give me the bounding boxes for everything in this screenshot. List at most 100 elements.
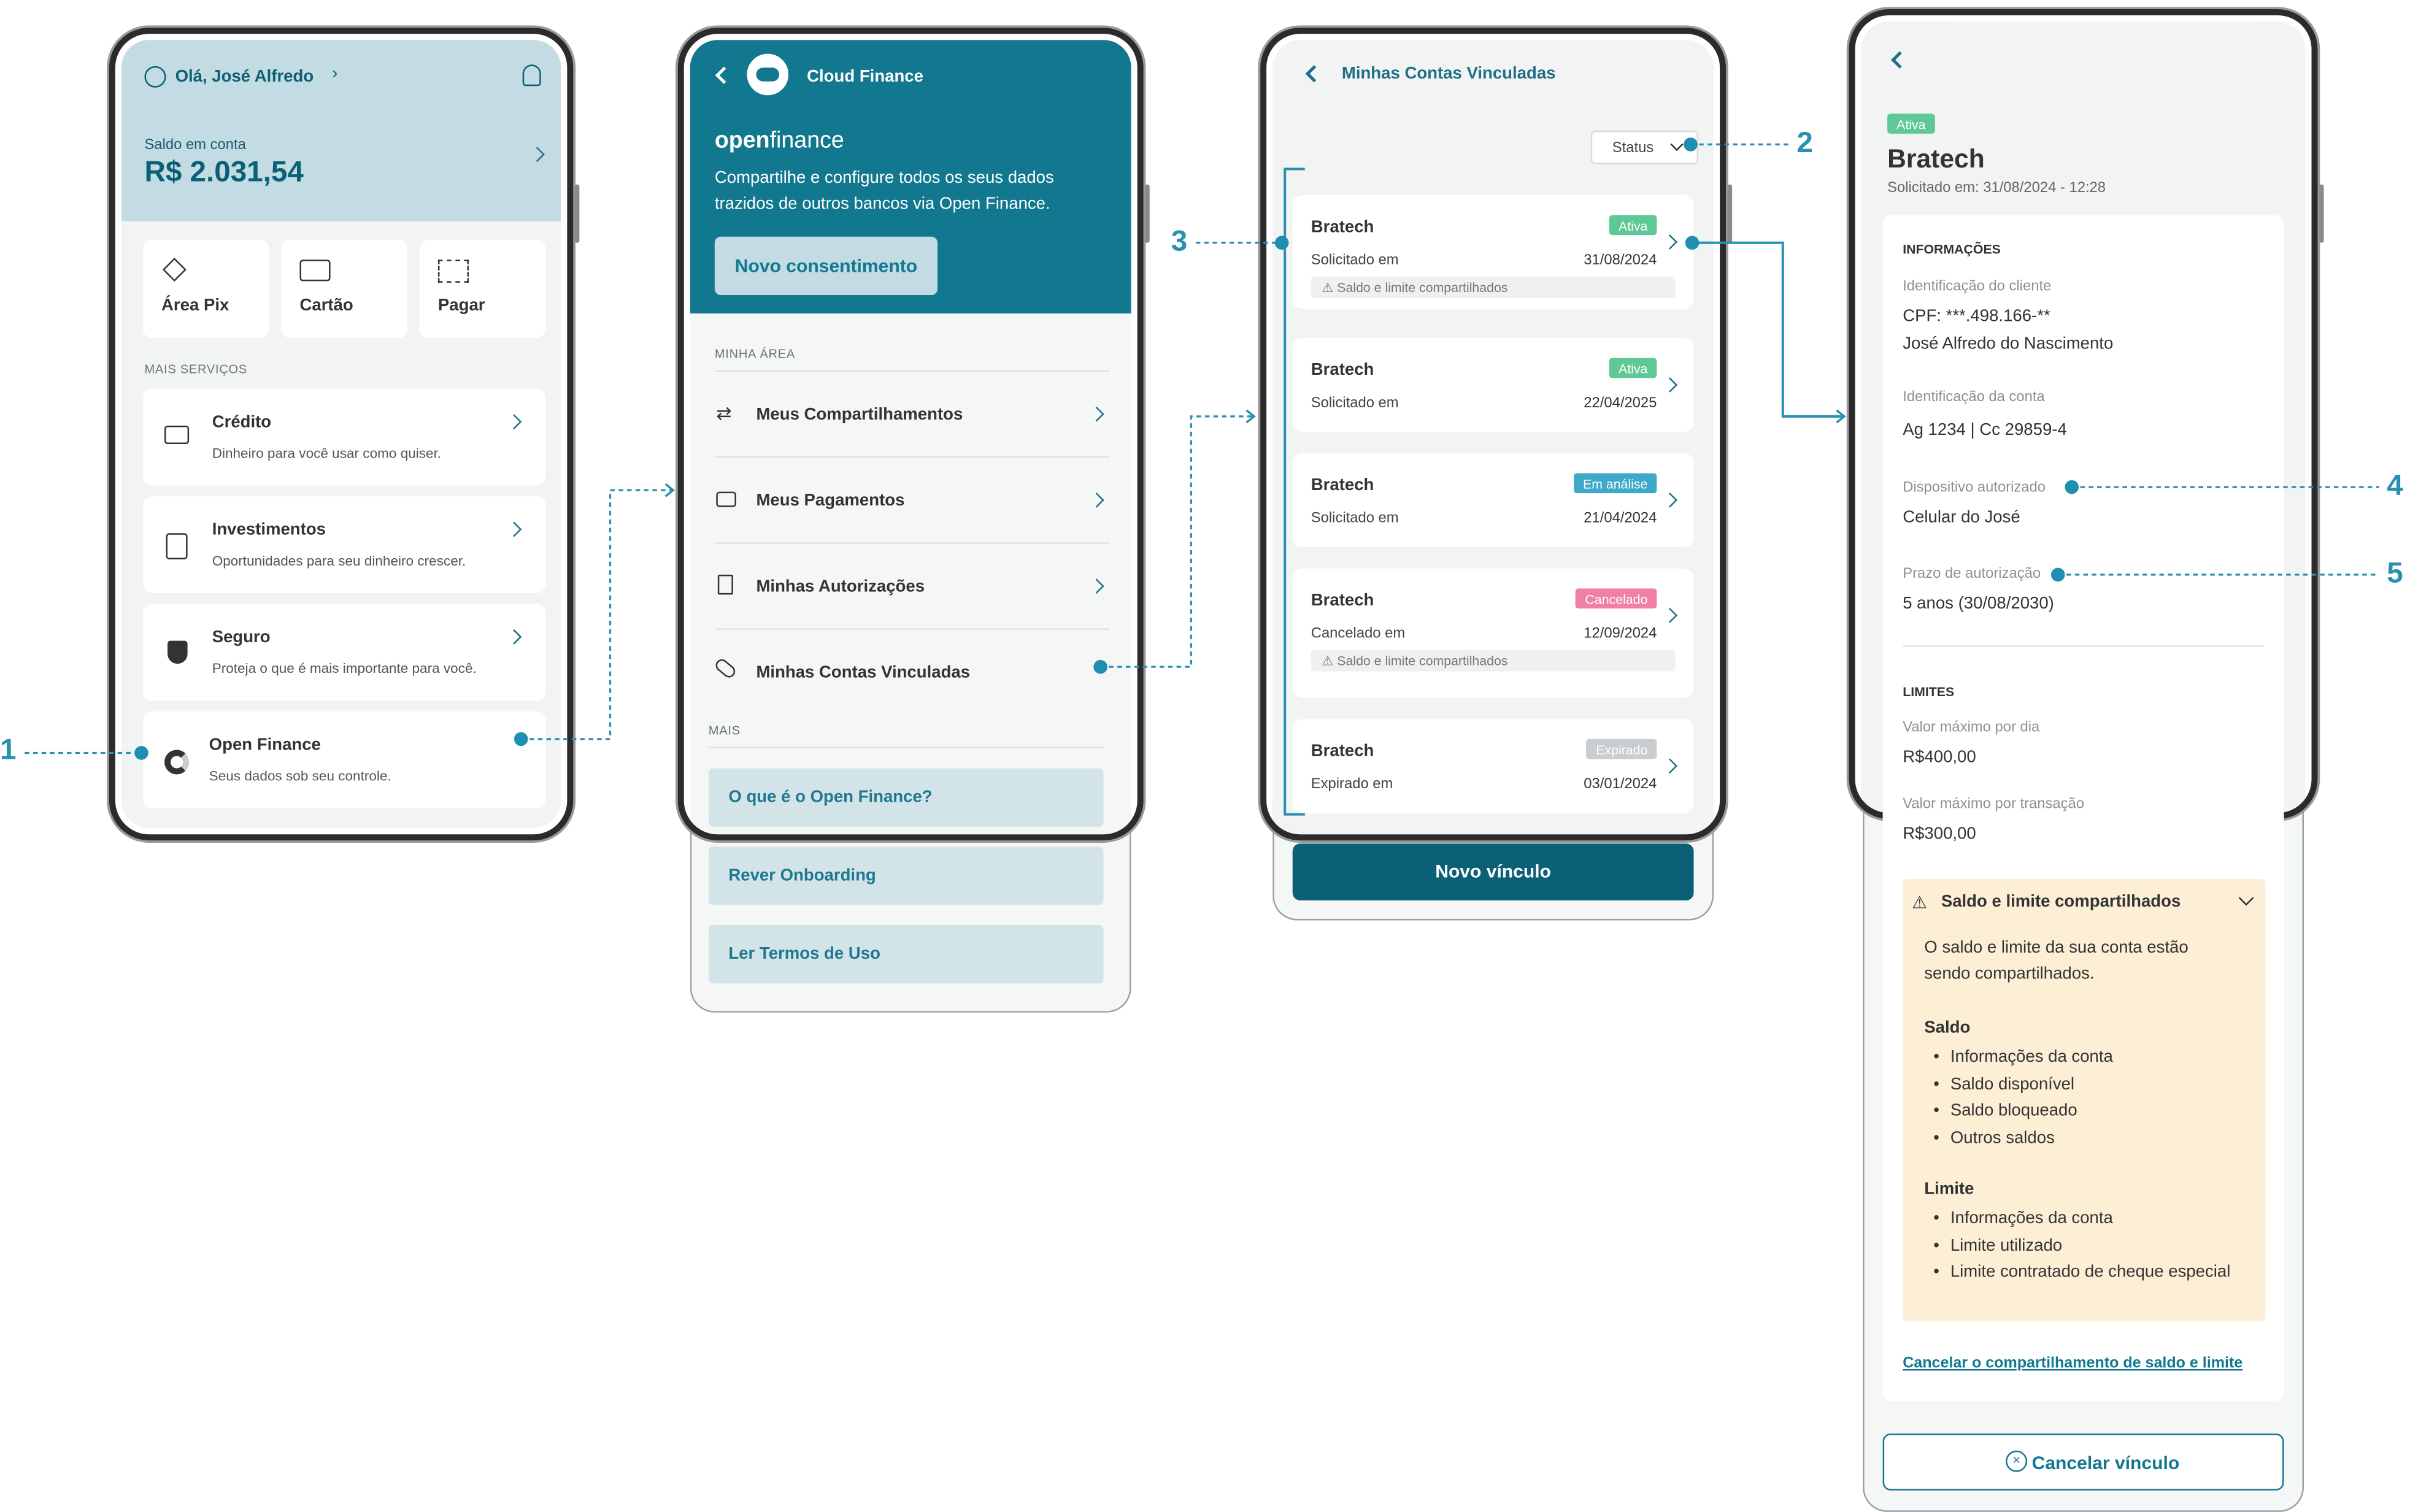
service-desc: Dinheiro para você usar como quiser. [212, 445, 442, 461]
list-item: •Saldo bloqueado [1924, 1099, 2247, 1126]
warning-icon: ⚠ [1912, 894, 1927, 913]
logo-finance: finance [769, 127, 844, 154]
account-card[interactable]: Bratech Em análise Solicitado em 21/04/2… [1292, 453, 1694, 547]
status-filter-label: Status [1612, 139, 1654, 157]
account-name: Bratech [1311, 361, 1374, 380]
cancel-share-link[interactable]: Cancelar o compartilhamento de saldo e l… [1903, 1355, 2243, 1372]
balance-value: R$ 2.031,54 [144, 156, 304, 190]
date-value: 12/09/2024 [1584, 625, 1657, 643]
menu-label: Meus Compartilhamentos [756, 405, 963, 424]
list-item-text: Informações da conta [1950, 1209, 2113, 1228]
bullet-icon: • [1933, 1263, 1939, 1282]
screen2-lower: MAIS O que é o Open Finance? Rever Onboa… [690, 699, 1131, 1007]
status-badge: Em análise [1573, 473, 1657, 494]
status-badge: Ativa [1609, 358, 1657, 378]
shared-desc: O saldo e limite da sua conta estão send… [1924, 938, 2189, 984]
service-open-finance[interactable]: Open Finance Seus dados sob seu controle… [142, 711, 546, 808]
more-review-onboarding[interactable]: Rever Onboarding [708, 846, 1104, 905]
warning-icon: ⚠ [1322, 279, 1338, 295]
logo-open: open [714, 127, 770, 154]
tx-limit-label: Valor máximo por transação [1903, 796, 2085, 813]
menu-shares[interactable]: ⇄ Meus Compartilhamentos [714, 372, 1110, 458]
list-item: • Saldo disponível [1924, 1072, 2247, 1099]
service-desc: Seus dados sob seu controle. [209, 768, 391, 784]
annotation-1: 1 [0, 734, 17, 767]
account-name: Bratech [1887, 144, 1985, 174]
bullet-icon: • [1933, 1129, 1939, 1148]
bullet-icon: • [1933, 1102, 1939, 1121]
balance-header [121, 40, 561, 221]
status-badge: Cancelado [1576, 588, 1657, 608]
warning-text: Saldo e limite compartilhados [1337, 653, 1508, 669]
detail-card: INFORMAÇÕES Identificação do cliente CPF… [1882, 215, 2284, 1402]
payment-icon [716, 491, 736, 507]
device-value: Celular do José [1903, 508, 2020, 528]
more-what-is-open-finance[interactable]: O que é o Open Finance? [708, 768, 1104, 827]
list-item-text: Limite utilizado [1950, 1236, 2063, 1255]
limite-title: Limite [1924, 1180, 1974, 1199]
bullet-icon: • [1933, 1048, 1939, 1067]
bullet-icon: • [1933, 1075, 1939, 1094]
close-circle-icon: × [2006, 1450, 2028, 1472]
date-label: Expirado em [1311, 776, 1393, 793]
quick-card[interactable]: Cartão [281, 239, 407, 339]
client-name: José Alfredo do Nascimento [1903, 335, 2114, 354]
service-title: Crédito [212, 413, 272, 432]
date-value: 03/01/2024 [1584, 776, 1657, 793]
cancel-link-button[interactable]: × Cancelar vínculo [1882, 1433, 2284, 1491]
service-invest[interactable]: Investimentos Oportunidades para seu din… [142, 496, 546, 593]
date-label: Solicitado em [1311, 251, 1399, 269]
account-name: Bratech [1311, 591, 1374, 610]
my-area-title: MINHA ÁREA [714, 347, 795, 361]
date-value: 22/04/2025 [1584, 394, 1657, 412]
date-label: Solicitado em [1311, 394, 1399, 412]
menu-label: Minhas Autorizações [756, 577, 925, 596]
list-item: •Informações da conta [1924, 1206, 2247, 1233]
account-card[interactable]: Bratech Ativa Solicitado em 31/08/2024 ⚠… [1292, 195, 1694, 309]
date-value: 31/08/2024 [1584, 251, 1657, 269]
account-name: Bratech [1311, 742, 1374, 761]
account-id-label: Identificação da conta [1903, 388, 2045, 406]
warning-text: Saldo e limite compartilhados [1337, 279, 1508, 295]
quick-pay[interactable]: Pagar [419, 239, 546, 339]
service-credit[interactable]: Crédito Dinheiro para você usar como qui… [142, 388, 546, 486]
list-item: • Informações da conta [1924, 1045, 2247, 1072]
user-avatar-icon[interactable] [144, 66, 166, 88]
card-icon [299, 259, 331, 282]
info-title: INFORMAÇÕES [1903, 241, 2001, 257]
status-filter[interactable]: Status [1590, 130, 1699, 165]
open-finance-description: Compartilhe e configure todos os seus da… [714, 169, 1054, 214]
menu-authorizations[interactable]: Minhas Autorizações [714, 544, 1110, 631]
quick-pix[interactable]: Área Pix [142, 239, 269, 339]
menu-label: Meus Pagamentos [756, 491, 905, 510]
more-terms-of-use[interactable]: Ler Termos de Uso [708, 925, 1104, 984]
limits-title: LIMITES [1903, 683, 1955, 699]
service-title: Investimentos [212, 521, 326, 540]
new-consent-button[interactable]: Novo consentimento [714, 236, 938, 295]
new-link-button[interactable]: Novo vínculo [1292, 843, 1694, 900]
account-card[interactable]: Bratech Ativa Solicitado em 22/04/2025 [1292, 338, 1694, 432]
invest-icon [166, 533, 188, 559]
account-card[interactable]: Bratech Cancelado Cancelado em 12/09/202… [1292, 568, 1694, 698]
shared-title[interactable]: Saldo e limite compartilhados [1941, 892, 2181, 911]
list-item-text: Informações da conta [1950, 1048, 2113, 1067]
menu-payments[interactable]: Meus Pagamentos [714, 458, 1110, 544]
cancel-link-label: Cancelar vínculo [2031, 1452, 2180, 1474]
bell-icon[interactable] [522, 64, 541, 86]
app-name: Cloud Finance [807, 67, 923, 86]
service-insurance[interactable]: Seguro Proteja o que é mais importante p… [142, 604, 546, 701]
page-title: Minhas Contas Vinculadas [1341, 64, 1556, 83]
quick-label: Área Pix [161, 296, 229, 315]
menu-linked-accounts[interactable]: Minhas Contas Vinculadas [713, 630, 1110, 716]
list-item-text: Saldo disponível [1950, 1075, 2075, 1094]
service-desc: Oportunidades para seu dinheiro crescer. [212, 553, 466, 569]
shared-warning: ⚠ Saldo e limite compartilhados [1311, 276, 1676, 298]
list-item: • Limite contratado de cheque especial [1924, 1261, 2247, 1288]
list-item-text: Limite contratado de cheque especial [1950, 1263, 2231, 1282]
greeting[interactable]: Olá, José Alfredo [175, 67, 314, 86]
annotation-3: 3 [1171, 226, 1188, 258]
requested-date: Solicitado em: 31/08/2024 - 12:28 [1887, 180, 2106, 197]
saldo-title: Saldo [1924, 1018, 1971, 1037]
account-card[interactable]: Bratech Expirado Expirado em 03/01/2024 [1292, 719, 1694, 813]
